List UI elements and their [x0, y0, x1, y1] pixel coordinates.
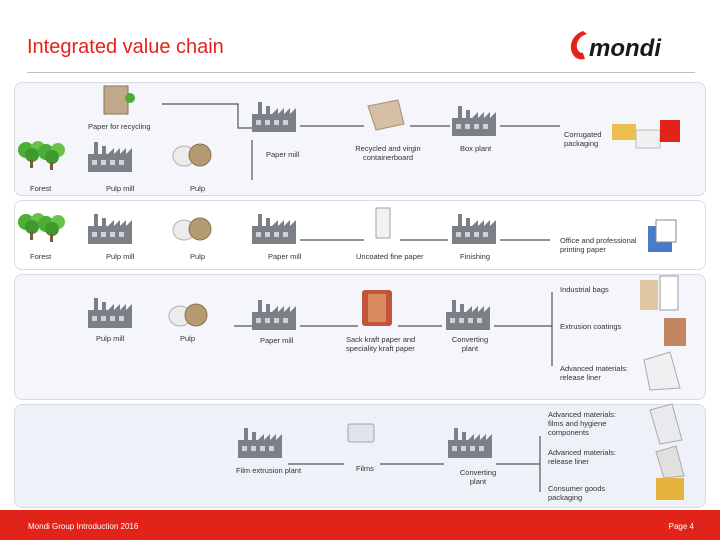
header-divider	[27, 72, 695, 73]
converting-plant-icon	[448, 428, 492, 458]
label-pulp: Pulp	[190, 252, 206, 261]
recycling-bale-icon	[103, 85, 135, 115]
office-paper-icon	[648, 219, 677, 252]
label-paper-mill: Paper mill	[260, 336, 294, 345]
pulp-mill-icon	[88, 298, 132, 328]
label-converting-plant: Converting plant	[459, 468, 497, 486]
page-number: Page 4	[668, 522, 694, 531]
paper-roll-icon	[375, 207, 391, 239]
label-kraft-paper: Sack kraft paper and speciality kraft pa…	[346, 335, 416, 353]
label-films: Films	[356, 464, 374, 473]
label-pulp: Pulp	[180, 334, 196, 343]
label-pulp-mill: Pulp mill	[106, 252, 135, 261]
release-liner-icon	[655, 445, 685, 479]
label-films-hygiene: Advanced materials: films and hygiene co…	[548, 410, 616, 437]
label-forest: Forest	[30, 184, 52, 193]
label-office-printing-paper: Office and professional printing paper	[560, 236, 637, 254]
footer-left-text: Mondi Group Introduction 2016	[28, 522, 139, 531]
pulp-mill-icon	[88, 214, 132, 244]
release-liner-icon	[643, 351, 681, 391]
pulp-icon	[172, 143, 212, 167]
consumer-goods-icon	[656, 478, 684, 500]
finishing-plant-icon	[452, 214, 496, 244]
extrusion-coatings-icon	[664, 318, 686, 346]
label-industrial-bags: Industrial bags	[560, 285, 609, 294]
pulp-mill-icon	[88, 142, 132, 172]
label-release-liner: Advanced materials: release liner	[548, 448, 616, 466]
label-consumer-goods-packaging: Consumer goods packaging	[548, 484, 606, 502]
section-films	[14, 404, 706, 508]
mondi-logo: mondi	[570, 31, 662, 62]
label-containerboard: Recycled and virgin containerboard	[355, 144, 421, 162]
pulp-icon	[168, 303, 208, 327]
box-plant-icon	[452, 106, 496, 136]
label-pulp: Pulp	[190, 184, 206, 193]
paper-mill-icon	[252, 214, 296, 244]
industrial-bags-icon	[640, 275, 679, 311]
section-kraft	[14, 274, 706, 400]
forest-icon	[18, 141, 65, 170]
label-uncoated-fine-paper: Uncoated fine paper	[356, 252, 424, 261]
corrugated-packaging-icon	[612, 120, 680, 149]
page-title: Integrated value chain	[27, 36, 224, 58]
label-paper-mill: Paper mill	[268, 252, 302, 261]
label-pulp-mill: Pulp mill	[106, 184, 135, 193]
label-film-extrusion-plant: Film extrusion plant	[236, 466, 302, 475]
label-paper-mill: Paper mill	[266, 150, 300, 159]
converting-plant-icon	[446, 300, 490, 330]
pulp-icon	[172, 217, 212, 241]
svg-text:mondi: mondi	[589, 35, 662, 62]
label-forest: Forest	[30, 252, 52, 261]
footer-bar	[0, 510, 720, 540]
label-corrugated-packaging: Corrugated packaging	[564, 130, 602, 148]
containerboard-icon	[367, 99, 405, 131]
paper-mill-icon	[252, 102, 296, 132]
label-release-liner: Advanced materials: release liner	[560, 364, 628, 382]
label-box-plant: Box plant	[460, 144, 492, 153]
label-pulp-mill: Pulp mill	[96, 334, 125, 343]
section-fine-paper	[14, 200, 706, 270]
kraft-paper-roll-icon	[362, 290, 392, 326]
film-roll-icon	[347, 423, 375, 443]
label-converting-plant: Converting plant	[451, 335, 489, 353]
label-finishing: Finishing	[460, 252, 491, 261]
films-hygiene-icon	[649, 403, 683, 445]
paper-mill-icon	[252, 300, 296, 330]
label-paper-for-recycling: Paper for recycling	[88, 122, 151, 131]
film-extrusion-plant-icon	[238, 428, 282, 458]
label-extrusion-coatings: Extrusion coatings	[560, 322, 622, 331]
forest-icon	[18, 213, 65, 242]
